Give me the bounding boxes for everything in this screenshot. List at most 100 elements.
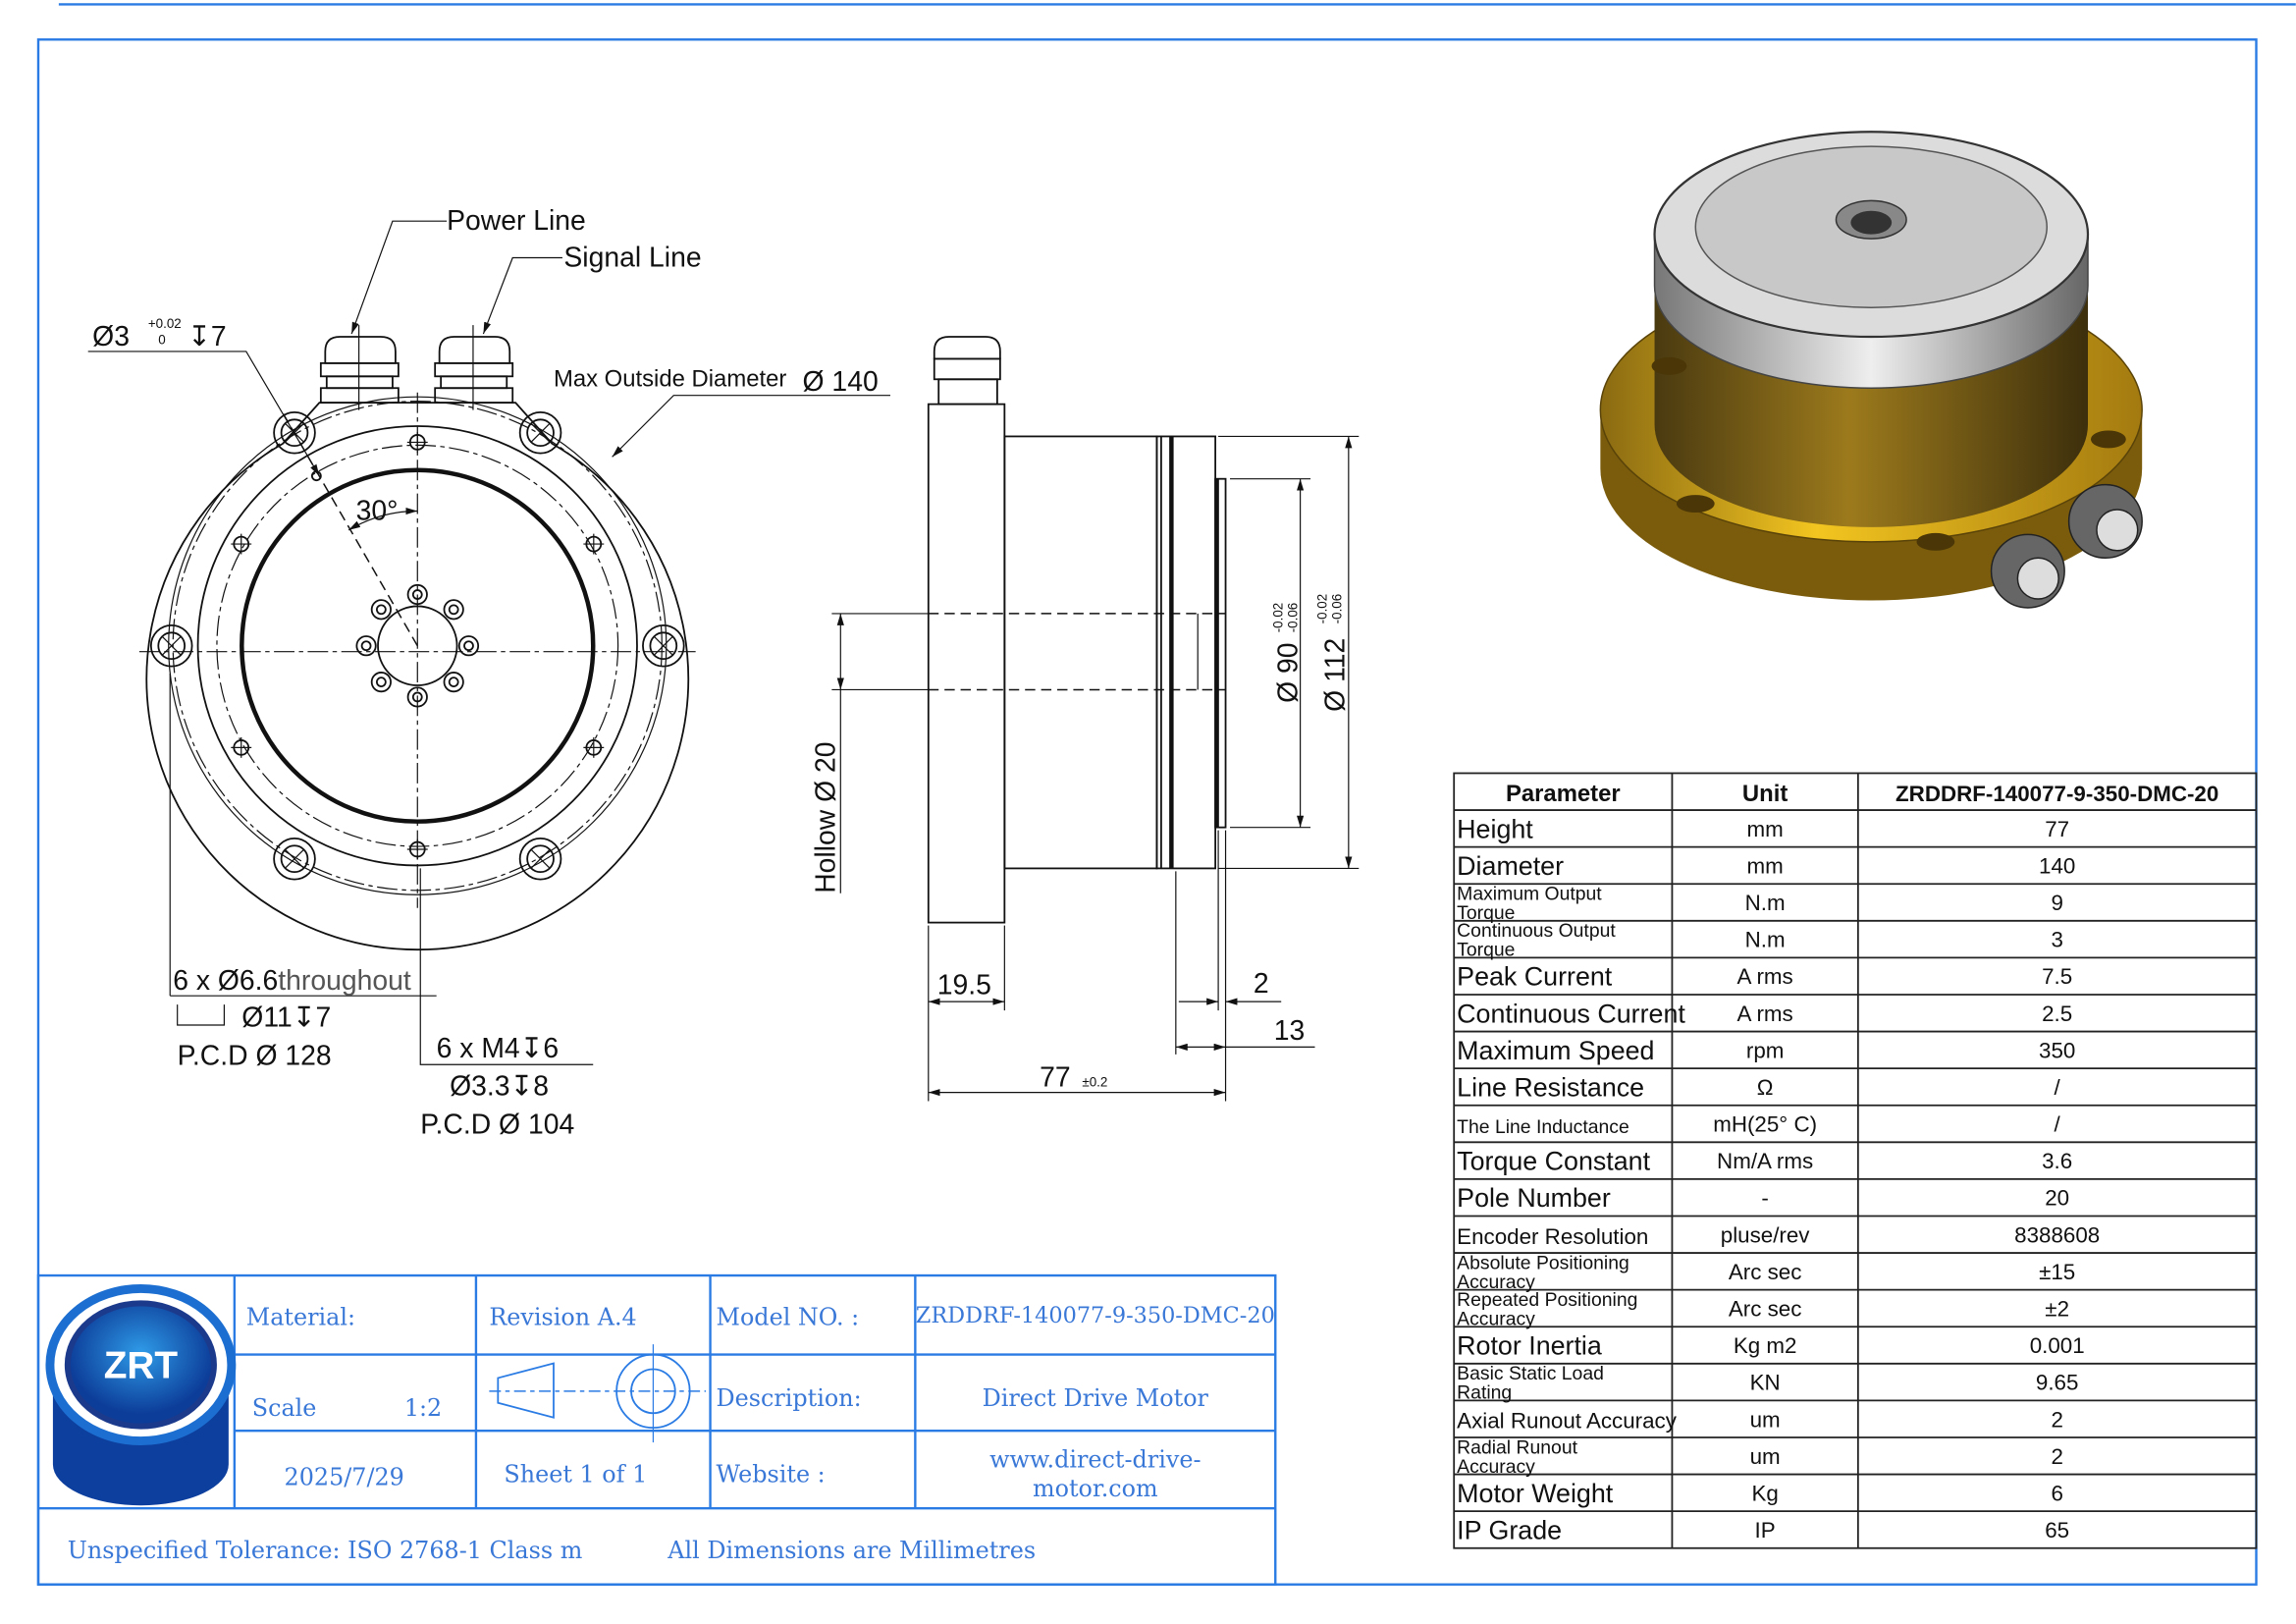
depth-symbol: ↧ — [520, 1033, 544, 1064]
param-cell: Peak Current — [1457, 962, 1613, 992]
side-cable-gland — [933, 336, 1001, 406]
dia-112-tol-upper: -0.02 — [1314, 594, 1329, 624]
param-cell: Torque Constant — [1457, 1147, 1650, 1176]
diameter-symbol: Ø — [92, 321, 114, 352]
website-label: Website : — [717, 1460, 826, 1488]
height-label: 77 — [1040, 1062, 1071, 1094]
param-cell: Line Resistance — [1457, 1072, 1644, 1102]
output-bolt-hole — [370, 672, 392, 693]
output-bolt-hole — [457, 635, 480, 657]
step-13-label: 13 — [1274, 1015, 1306, 1047]
dia-112-tol-lower: -0.06 — [1329, 594, 1344, 624]
param-cell: Diameter — [1457, 851, 1564, 881]
diameter-symbol: Ø — [803, 366, 825, 398]
table-row: Torque Constant Nm/A rms 3.6 — [1457, 1147, 2072, 1176]
dia-112-label: Ø 112 — [1319, 638, 1351, 712]
max-od-callout: Max Outside Diameter Ø 140 — [554, 366, 891, 458]
signal-line-gland — [434, 325, 514, 410]
angle-arc — [347, 507, 418, 531]
website-line-2[interactable]: motor.com — [1033, 1475, 1158, 1502]
value-cell: 8388608 — [2014, 1222, 2100, 1247]
unit-cell: mm — [1747, 817, 1784, 841]
dia-90-value: 90 — [1273, 642, 1305, 674]
unit-cell: pluse/rev — [1721, 1222, 1811, 1247]
value-cell: 2 — [2051, 1407, 2062, 1432]
model-label: Model NO. : — [717, 1304, 860, 1331]
units-note: All Dimensions are Millimetres — [667, 1537, 1036, 1564]
flange-thickness-label: 19.5 — [937, 970, 991, 1001]
step-2-label: 2 — [1254, 968, 1269, 1000]
hollow-dim-label: Hollow Ø 20 — [810, 741, 841, 893]
value-cell: 9 — [2051, 891, 2062, 915]
unit-cell: mm — [1747, 853, 1784, 878]
svg-text:Ø3: Ø3 — [92, 321, 130, 352]
unit-cell: IP — [1755, 1518, 1776, 1543]
signal-line-leader — [482, 256, 562, 335]
unit-cell: N.m — [1745, 891, 1786, 915]
unit-cell: Ω — [1757, 1075, 1774, 1100]
front-view: 30° Power Line Signal Line Ø3 +0.02 0 ↧7… — [87, 205, 891, 1140]
unit-cell: um — [1750, 1444, 1781, 1469]
param-cell: Pole Number — [1457, 1183, 1611, 1213]
unit-cell: A rms — [1737, 1001, 1793, 1026]
tapped-hole — [231, 736, 252, 758]
drill-dia: 3.3 — [471, 1071, 509, 1103]
value-cell: 6 — [2051, 1481, 2062, 1505]
svg-text:6 x Ø6.6throughout: 6 x Ø6.6throughout — [173, 965, 411, 997]
dia-90-tol-lower: -0.06 — [1286, 603, 1301, 633]
height-tolerance: ±0.2 — [1082, 1075, 1107, 1090]
diameter-symbol: Ø — [810, 781, 841, 802]
power-line-label: Power Line — [447, 205, 586, 237]
website-line-1[interactable]: www.direct-drive- — [989, 1445, 1201, 1473]
side-view: Hollow Ø 20 Ø 90 -0.02 -0.06 Ø 112 -0.02… — [810, 336, 1360, 1102]
svg-text:6 x M4↧6: 6 x M4↧6 — [437, 1033, 560, 1064]
unit-cell: KN — [1750, 1371, 1781, 1395]
param-cell: Axial Runout Accuracy — [1457, 1409, 1678, 1434]
param-cell: Rotor Inertia — [1457, 1331, 1602, 1361]
logo-text: ZRT — [104, 1344, 179, 1386]
motor-3d-render — [1599, 131, 2143, 609]
unit-cell: N.m — [1745, 928, 1786, 952]
output-bolt-hole — [355, 635, 377, 657]
table-header-1: Parameter — [1506, 781, 1621, 807]
value-cell: 9.65 — [2036, 1371, 2079, 1395]
rotor-section — [1155, 435, 1217, 870]
pin-hole-callout: Ø3 +0.02 0 ↧7 — [87, 316, 320, 477]
table-header-2: Unit — [1742, 781, 1788, 807]
svg-text:P.C.D Ø 128: P.C.D Ø 128 — [178, 1040, 332, 1071]
depth-symbol: ↧ — [510, 1071, 534, 1103]
param-cell: Height — [1457, 814, 1533, 843]
value-cell: 2 — [2051, 1444, 2062, 1469]
hollow-dia: 20 — [810, 741, 841, 773]
unit-cell: Kg — [1751, 1481, 1778, 1505]
param-cell: IP Grade — [1457, 1515, 1562, 1544]
output-bolt-hole — [406, 583, 428, 606]
cbore-depth: 7 — [316, 1001, 332, 1033]
flange — [927, 403, 1006, 924]
depth-symbol: ↧ — [293, 1001, 316, 1033]
unit-cell: Arc sec — [1729, 1260, 1802, 1284]
unit-cell: Nm/A rms — [1717, 1149, 1813, 1173]
tolerance-note: Unspecified Tolerance: ISO 2768-1 Class … — [68, 1537, 583, 1564]
value-cell: 3.6 — [2042, 1149, 2072, 1173]
value-cell: 0.001 — [2030, 1333, 2085, 1358]
table-header-3: ZRDDRF-140077-9-350-DMC-20 — [1896, 782, 2218, 806]
counterbore-hole — [149, 623, 193, 668]
pin-tol-lower: 0 — [158, 332, 165, 347]
diameter-symbol: Ø — [499, 1109, 520, 1140]
projection-symbol — [489, 1344, 707, 1443]
pcd-label: P.C.D — [420, 1109, 491, 1140]
param-cell: The Line Inductance — [1457, 1116, 1629, 1138]
